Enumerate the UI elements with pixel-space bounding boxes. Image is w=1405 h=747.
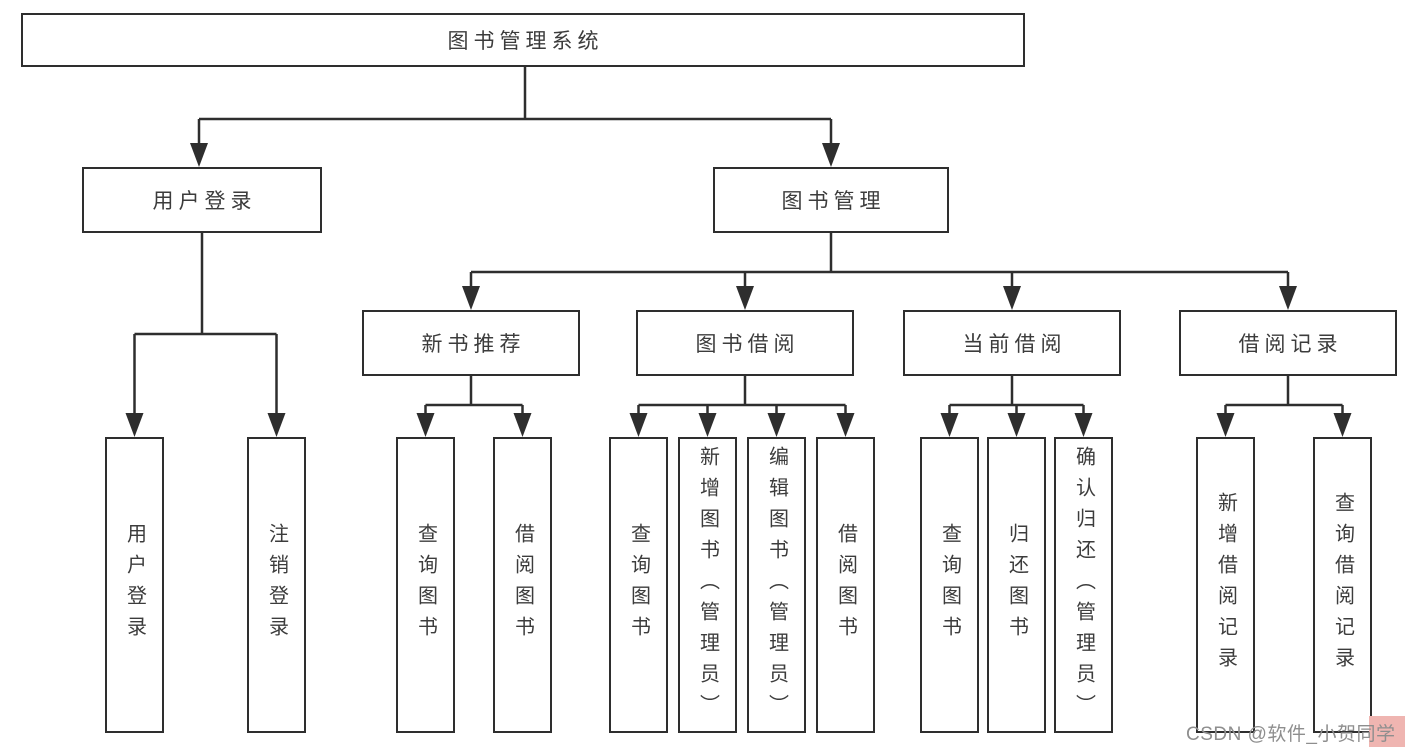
arrowhead — [1216, 413, 1235, 437]
arrowhead — [836, 413, 855, 437]
leaf-confirm-return-admin: 确认归还（管理员） — [1054, 437, 1113, 733]
leaf-add-borrow-record: 新增借阅记录 — [1196, 437, 1255, 733]
watermark-highlight — [1369, 716, 1405, 747]
watermark-text: CSDN @软件_小贺同学 — [1186, 724, 1396, 745]
leaf-edit-books-admin: 编辑图书（管理员） — [747, 437, 806, 733]
arrowhead — [1003, 286, 1021, 310]
arrowhead — [190, 143, 208, 167]
node-current-borrowing: 当前借阅 — [903, 310, 1121, 376]
arrowhead — [767, 413, 786, 437]
leaf-borrow-books: 借阅图书 — [816, 437, 875, 733]
arrowhead — [462, 286, 480, 310]
node-new-book-recommendation: 新书推荐 — [362, 310, 580, 376]
leaf-add-books-admin: 新增图书（管理员） — [678, 437, 737, 733]
arrowhead — [822, 143, 840, 167]
arrowhead — [513, 413, 532, 437]
node-library-management-system: 图书管理系统 — [21, 13, 1025, 67]
leaf-query-books-current: 查询图书 — [920, 437, 979, 733]
arrowhead — [416, 413, 435, 437]
leaf-logout: 注销登录 — [247, 437, 306, 733]
tree-edges — [133, 67, 1344, 420]
arrowhead — [940, 413, 959, 437]
arrowhead — [1007, 413, 1026, 437]
node-book-borrowing: 图书借阅 — [636, 310, 854, 376]
node-user-login: 用户登录 — [82, 167, 322, 233]
node-borrowing-records: 借阅记录 — [1179, 310, 1397, 376]
arrowhead — [736, 286, 754, 310]
leaf-return-books: 归还图书 — [987, 437, 1046, 733]
leaf-query-books-recommend: 查询图书 — [396, 437, 455, 733]
leaf-user-login: 用户登录 — [105, 437, 164, 733]
arrowhead — [1074, 413, 1093, 437]
leaf-query-borrow-record: 查询借阅记录 — [1313, 437, 1372, 733]
arrowhead — [125, 413, 144, 437]
arrowhead — [267, 413, 286, 437]
arrowhead — [629, 413, 648, 437]
leaf-query-books-borrowing: 查询图书 — [609, 437, 668, 733]
node-book-management: 图书管理 — [713, 167, 949, 233]
arrowhead — [698, 413, 717, 437]
arrowhead — [1333, 413, 1352, 437]
arrowheads — [125, 143, 1352, 437]
arrowhead — [1279, 286, 1297, 310]
leaf-borrow-books-recommend: 借阅图书 — [493, 437, 552, 733]
